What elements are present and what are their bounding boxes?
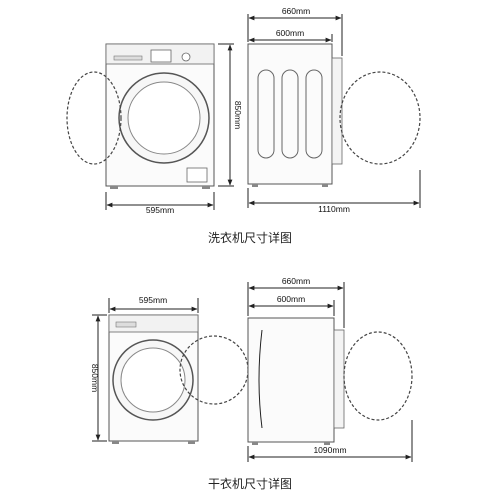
- washer-front-view: 595mm 850mm: [66, 43, 243, 215]
- washer-height-label: 850mm: [233, 101, 243, 129]
- washer-filter-cover: [186, 167, 208, 183]
- dryer-control-panel: [108, 314, 199, 333]
- washer-door-profile: [331, 57, 343, 165]
- dryer-caption: 干衣机尺寸详图: [208, 476, 292, 491]
- dryer-front-view: 595mm 850mm: [90, 295, 249, 444]
- dryer-drum: [120, 347, 186, 413]
- washer-display: [150, 49, 172, 63]
- washer-side-rib: [257, 69, 275, 159]
- washer-side-foot: [252, 184, 258, 187]
- washer-detergent-drawer: [113, 55, 143, 61]
- dryer-foot-left: [112, 441, 119, 444]
- dryer-door-open-label: 1090mm: [313, 445, 346, 455]
- washer-overall-depth-label: 660mm: [282, 6, 310, 16]
- dryer-side-contour: [258, 329, 263, 429]
- washer-width-label: 595mm: [146, 205, 174, 215]
- dryer-water-tank: [115, 321, 137, 328]
- washer-side-rib: [281, 69, 299, 159]
- dryer-section: 595mm 850mm 660mm 600mm 1090mm: [90, 276, 413, 491]
- washer-side-cabinet: [247, 43, 333, 185]
- washer-side-rib: [305, 69, 323, 159]
- washer-door-open-label: 1110mm: [318, 204, 350, 214]
- dryer-side-view: 660mm 600mm 1090mm: [247, 276, 413, 462]
- dryer-width-label: 595mm: [139, 295, 167, 305]
- washer-side-view: 660mm 600mm 1110mm: [247, 6, 421, 214]
- washer-open-door: [66, 71, 122, 165]
- dryer-height-label: 850mm: [90, 364, 100, 392]
- washer-side-foot: [322, 184, 328, 187]
- dryer-overall-depth-label: 660mm: [282, 276, 310, 286]
- dryer-side-open-door: [343, 331, 413, 421]
- dryer-body-depth-label: 600mm: [277, 294, 305, 304]
- washer-foot-right: [202, 186, 210, 189]
- dryer-side-foot: [324, 442, 330, 445]
- washer-side-open-door: [339, 71, 421, 165]
- washer-foot-left: [110, 186, 118, 189]
- washer-drum: [127, 81, 201, 155]
- dryer-side-cabinet: [247, 317, 335, 443]
- dryer-side-foot: [252, 442, 258, 445]
- dryer-foot-right: [188, 441, 195, 444]
- dryer-door-profile: [333, 329, 345, 429]
- washer-program-knob: [181, 52, 191, 62]
- washer-body-depth-label: 600mm: [276, 28, 304, 38]
- washer-section: 595mm 850mm 660mm 600mm: [66, 6, 421, 245]
- washer-caption: 洗衣机尺寸详图: [208, 230, 292, 245]
